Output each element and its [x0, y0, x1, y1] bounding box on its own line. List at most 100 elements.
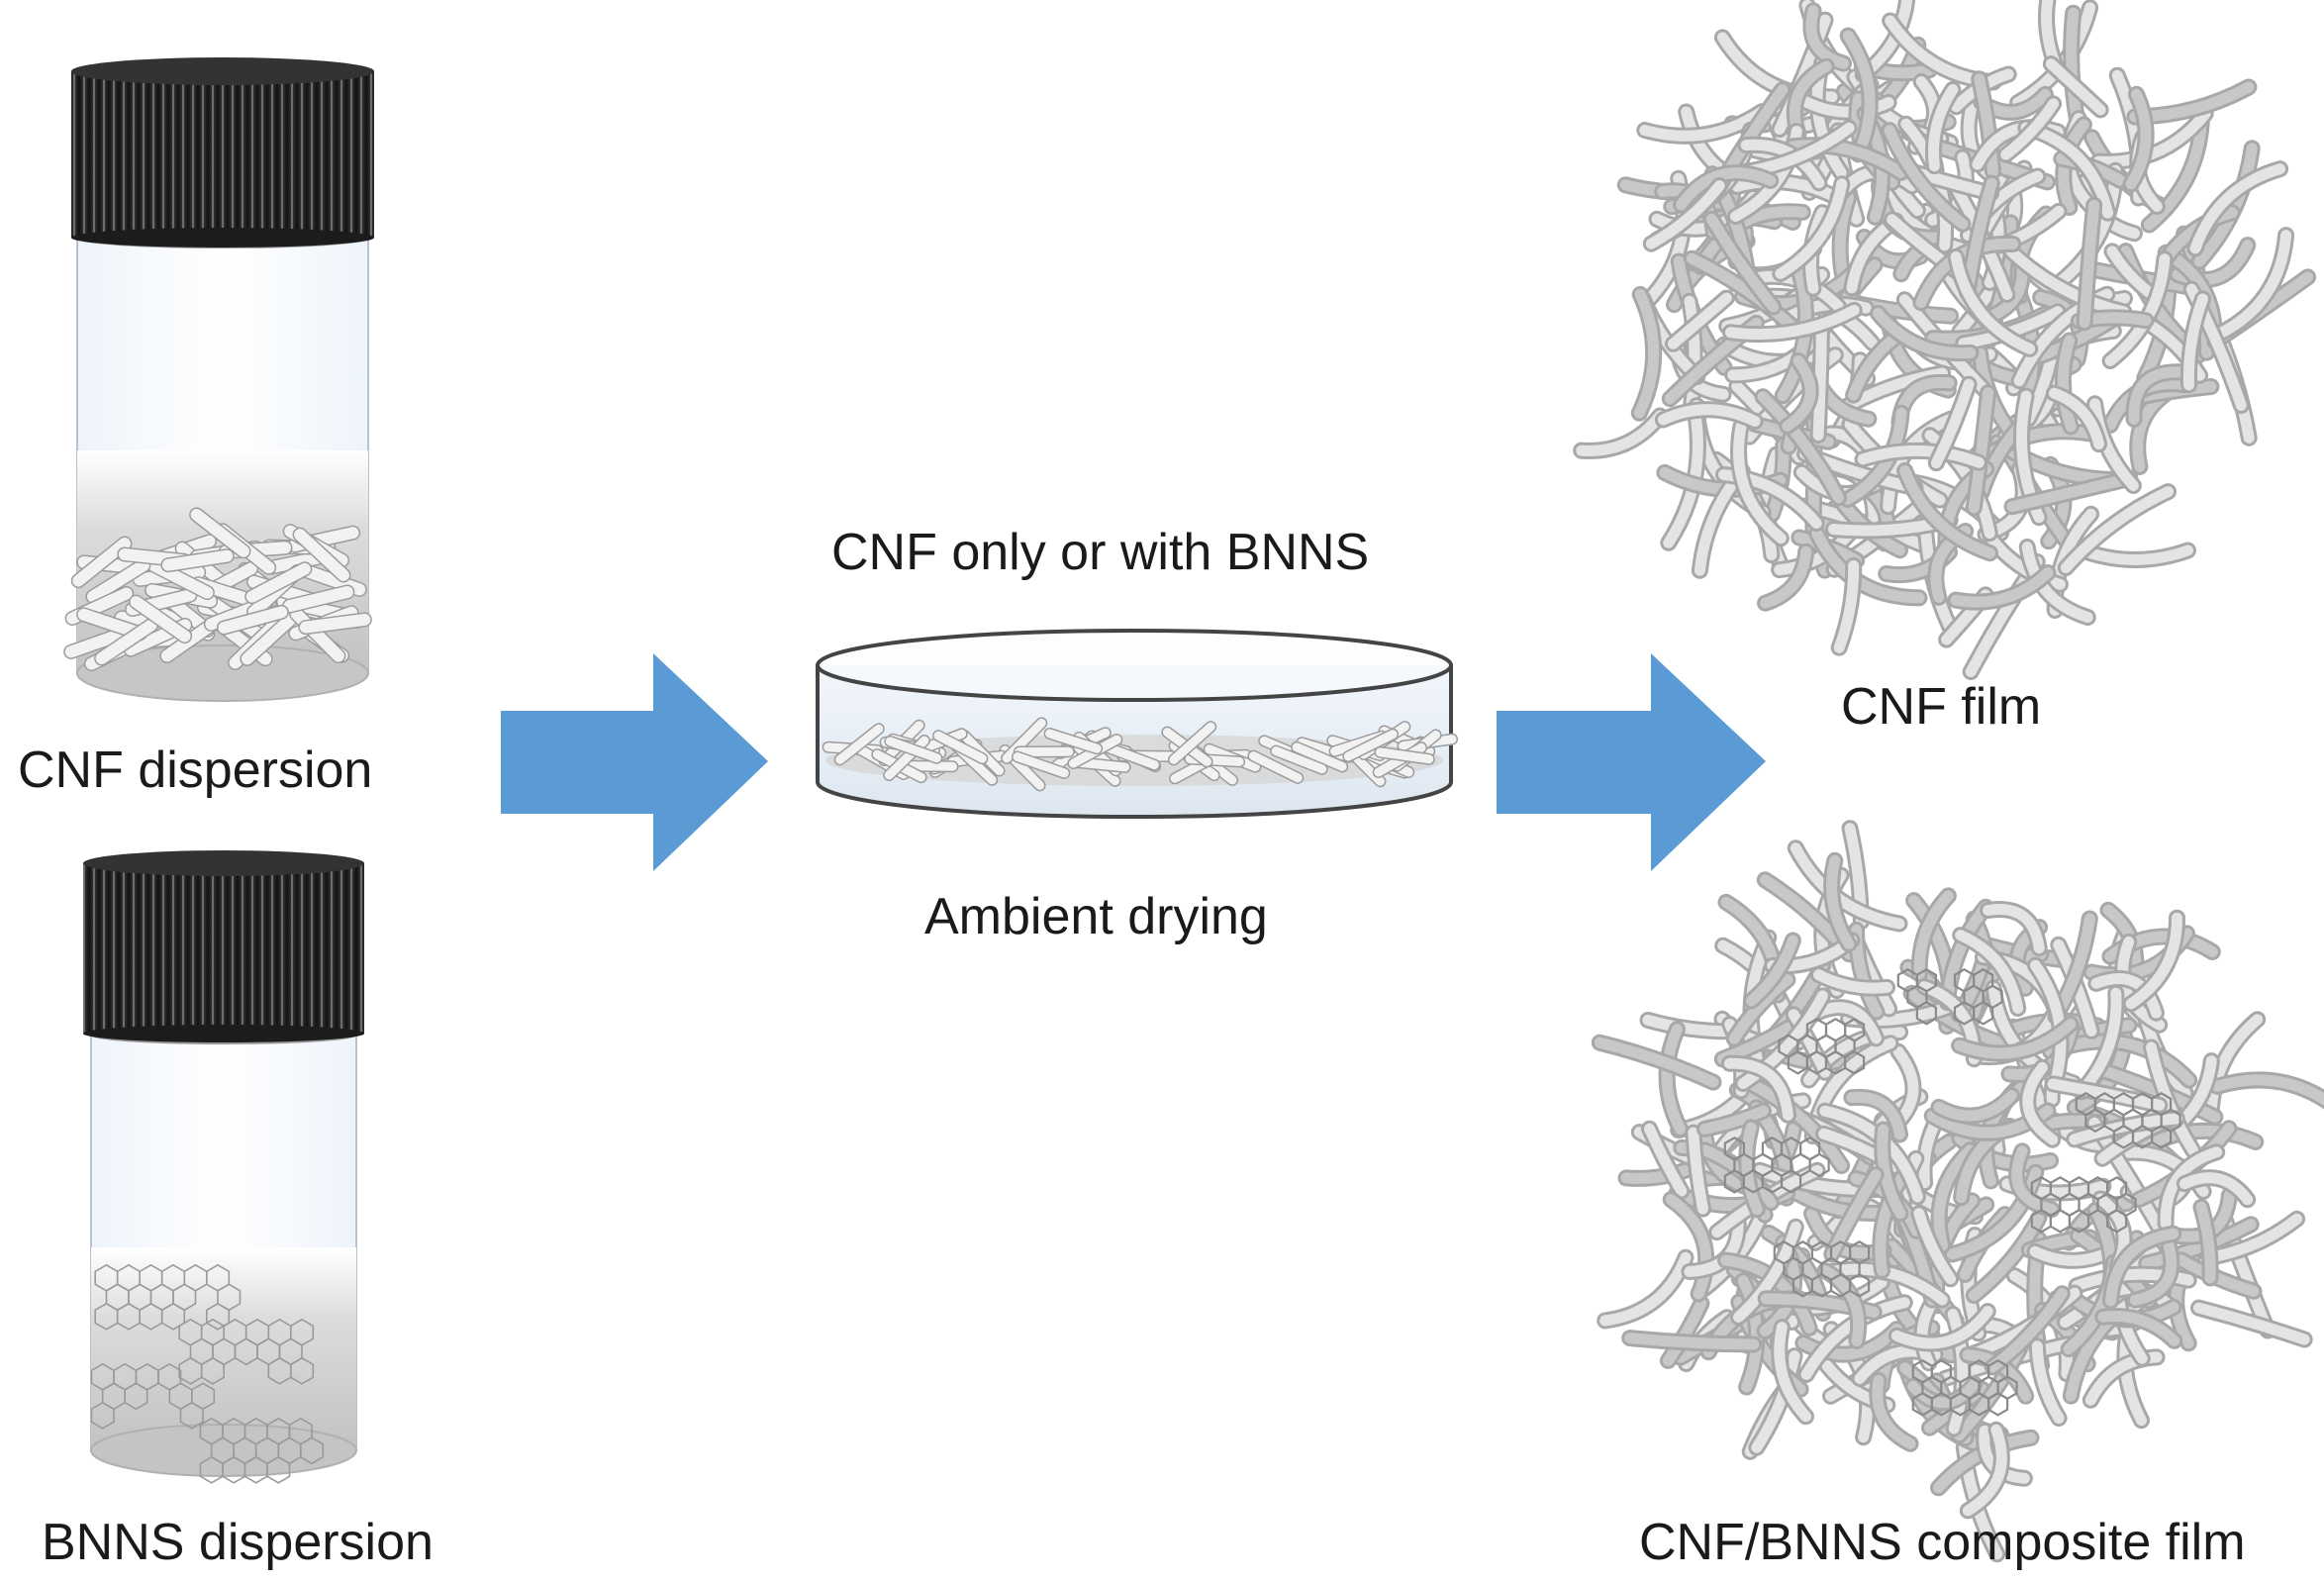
fiber-strand [1842, 30, 1876, 160]
fiber-strand [1826, 1169, 1882, 1260]
fiber-strand [1968, 387, 1994, 514]
fiber-strand [1668, 292, 1732, 349]
fiber-strand [2097, 1311, 2180, 1346]
fiber-strand [1684, 295, 1700, 415]
fiber-strand [1594, 1037, 1719, 1088]
fiber-strand [2193, 1302, 2310, 1345]
hexagon-cell [299, 1436, 325, 1465]
fiber-rod [1013, 752, 1069, 778]
fiber-strand [1857, 445, 1985, 468]
fiber-strand [2079, 199, 2100, 329]
fiber-rod [130, 596, 191, 643]
fiber-rod [933, 731, 987, 763]
fiber-rod [190, 508, 250, 557]
fiber-rod [1002, 718, 1046, 763]
fiber-strand [1774, 1322, 1811, 1423]
fiber-strand [1983, 904, 2045, 954]
fiber-rod [1292, 742, 1347, 771]
fiber-strand [1913, 1208, 1957, 1285]
fiber-strand [2117, 936, 2166, 1031]
fiber-strand [2089, 398, 2139, 491]
cnf-film-label: CNF film [1841, 678, 2042, 736]
fiber-strand [2160, 1146, 2223, 1230]
hexagon-cell [1848, 1273, 1871, 1298]
fiber-strand [1737, 1275, 1763, 1393]
fiber-rod [1343, 730, 1398, 761]
fiber-strand [1799, 96, 1894, 118]
fiber-strand [2182, 293, 2208, 391]
hexagon-cell [124, 1382, 148, 1411]
fiber-strand [2128, 366, 2187, 425]
fiber-rod [885, 737, 941, 763]
fiber-strand [1728, 974, 1793, 1044]
fiber-strand [1624, 1333, 1760, 1350]
dish-content-label: CNF only or with BNNS [831, 524, 1370, 581]
fiber-strand [2179, 1172, 2254, 1206]
fiber-strand [1741, 1122, 1763, 1216]
fiber-strand [1788, 1009, 1831, 1078]
fiber-strand [1805, 5, 1849, 69]
hexagon-cell [1915, 1001, 1938, 1026]
bnns-dispersion-label: BNNS dispersion [42, 1514, 434, 1571]
fiber-strand [1688, 1127, 1708, 1215]
fiber-strand [2211, 1074, 2324, 1106]
fiber-rod [1103, 742, 1159, 770]
fiber-strand [1812, 325, 1827, 442]
hexagon-cell [289, 1356, 315, 1385]
fiber-strand [2125, 88, 2152, 190]
hexagon-cell [1808, 1152, 1830, 1178]
fiber-strand [1890, 1306, 1993, 1349]
fiber-strand [1737, 990, 1828, 1089]
fiber-strand [1686, 252, 1798, 333]
fiber-rod [1248, 751, 1303, 783]
fiber-strand [1986, 1288, 2068, 1373]
cnf-rods [63, 507, 372, 672]
fiber-strand [1645, 180, 1725, 249]
hexagon-cell [1986, 1392, 2009, 1417]
fiber-strand [1899, 465, 1995, 559]
fiber-strand [1599, 1251, 1692, 1327]
fiber-rod [1169, 722, 1215, 764]
fiber-strand [1842, 407, 1907, 505]
fiber-rod [283, 585, 353, 613]
fiber-strand [2213, 230, 2292, 341]
fiber-strand [2139, 1125, 2262, 1153]
fiber-rod [64, 626, 134, 658]
fiber-rod [1045, 729, 1102, 753]
hexagon-cell [160, 1302, 186, 1331]
hexagon-cell [266, 1455, 291, 1484]
hexagon-cell [179, 1401, 204, 1430]
fiber-strand [1576, 410, 1666, 456]
fiber-strand [1930, 378, 1975, 469]
fiber-strand [1979, 1425, 2030, 1484]
fiber-rod [1271, 746, 1327, 774]
fiber-strand [1933, 1144, 1976, 1251]
fiber-strand [1933, 1090, 2017, 1122]
hexagon-cell [2151, 1125, 2173, 1149]
fiber-strand [1954, 1018, 2077, 1059]
fiber-strand [1813, 969, 1892, 994]
fiber-strand [1873, 308, 1977, 359]
arrow-icon [501, 653, 768, 871]
fiber-strand [1733, 1221, 1801, 1323]
fiber-strand [1746, 935, 1798, 1007]
fiber-strand [1760, 545, 1812, 609]
fiber-strand [1797, 1324, 1902, 1360]
fiber-strand [2080, 544, 2193, 565]
fiber-strand [1698, 1105, 1769, 1135]
fiber-strand [2022, 1061, 2059, 1145]
fiber-rod [245, 562, 311, 603]
fiber-strand [1974, 73, 1998, 177]
fiber-strand [2129, 1239, 2178, 1306]
fiber-strand [2057, 335, 2077, 433]
fiber-strand [1639, 106, 1768, 142]
drying-label: Ambient drying [924, 888, 1268, 945]
fiber-rod [218, 606, 288, 635]
fiber-strand [1746, 1079, 1848, 1171]
fiber-strand [1723, 1057, 1793, 1121]
cap-icon [71, 57, 374, 247]
fiber-strand [1913, 890, 1954, 980]
fiber-strand [1875, 1166, 1912, 1276]
fiber-rod [241, 612, 298, 665]
